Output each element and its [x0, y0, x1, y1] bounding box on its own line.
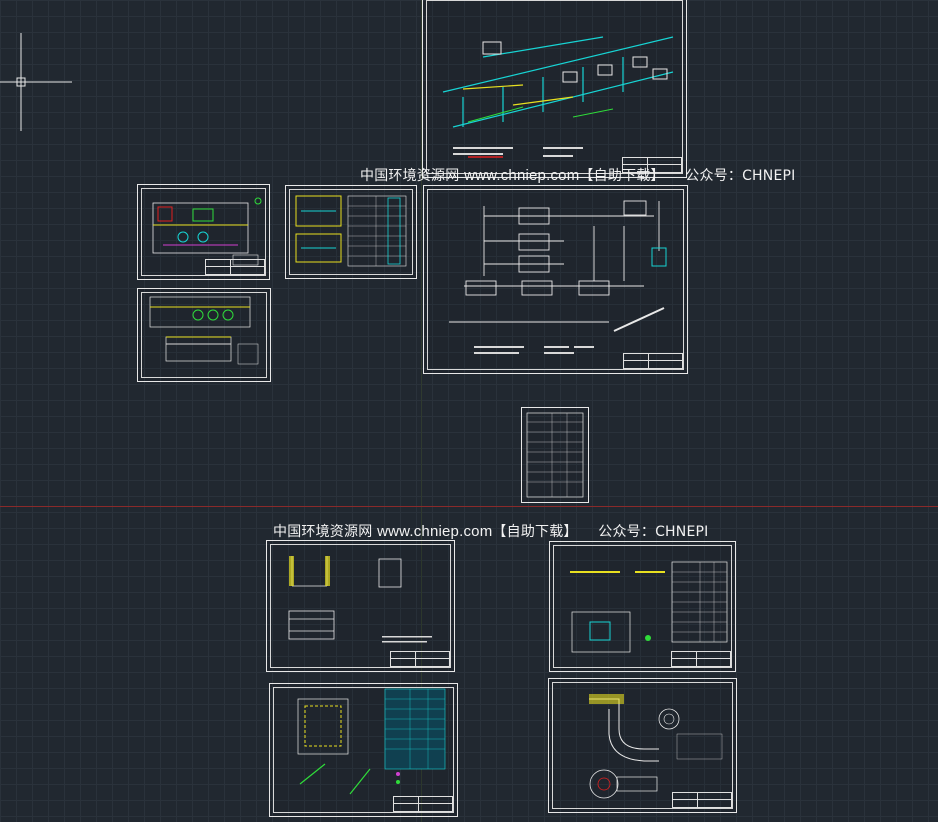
- drawing-sheet-isometric-piping[interactable]: [422, 0, 687, 178]
- title-block: [205, 259, 265, 275]
- drawing-sheet-pit-plan[interactable]: [549, 541, 736, 672]
- section-view-drawing: [149, 296, 259, 365]
- sheet-inner-frame: [426, 0, 683, 174]
- drawing-sheet-structure-detail[interactable]: [269, 683, 458, 817]
- watermark-top: 中国环境资源网 www.chniep.com【自助下载】 公众号：CHNEPI: [360, 167, 796, 184]
- plans-and-table-drawing: [295, 195, 407, 267]
- sheet-inner-frame: [289, 189, 413, 275]
- sheet-inner-frame: [552, 682, 733, 809]
- x-axis-line: [0, 506, 938, 507]
- isometric-piping-drawing: [442, 36, 674, 158]
- title-block: [671, 651, 731, 667]
- drawing-sheet-process-flow[interactable]: [423, 185, 688, 374]
- drawing-sheet-section-view[interactable]: [137, 288, 271, 382]
- title-block: [672, 792, 732, 808]
- title-block: [623, 353, 683, 369]
- drawing-sheet-material-table[interactable]: [521, 407, 589, 503]
- sheet-inner-frame: [553, 545, 732, 668]
- title-block: [390, 651, 450, 667]
- title-block: [622, 157, 682, 173]
- sheet-inner-frame: [427, 189, 684, 370]
- material-table-drawing: [526, 412, 584, 498]
- crosshair-cursor-icon: [0, 33, 72, 131]
- sheet-inner-frame: [270, 544, 451, 668]
- drawing-sheet-tank-section[interactable]: [266, 540, 455, 672]
- drawing-sheet-floor-plan[interactable]: [137, 184, 270, 280]
- tank-section-drawing: [288, 556, 432, 643]
- floor-plan-drawing: [152, 197, 262, 266]
- y-axis-line: [421, 0, 422, 822]
- sheet-inner-frame: [141, 292, 267, 378]
- structure-detail-drawing: [297, 688, 446, 795]
- drawing-sheet-pipe-elbow[interactable]: [548, 678, 737, 813]
- sheet-inner-frame: [273, 687, 454, 813]
- process-flow-drawing: [449, 200, 667, 354]
- drawing-sheet-plans-table[interactable]: [285, 185, 417, 279]
- watermark-bottom: 中国环境资源网 www.chniep.com【自助下载】 公众号：CHNEPI: [273, 523, 709, 540]
- sheet-inner-frame: [141, 188, 266, 276]
- pit-plan-drawing: [570, 561, 728, 653]
- title-block: [393, 796, 453, 812]
- pipe-elbow-drawing: [589, 694, 723, 799]
